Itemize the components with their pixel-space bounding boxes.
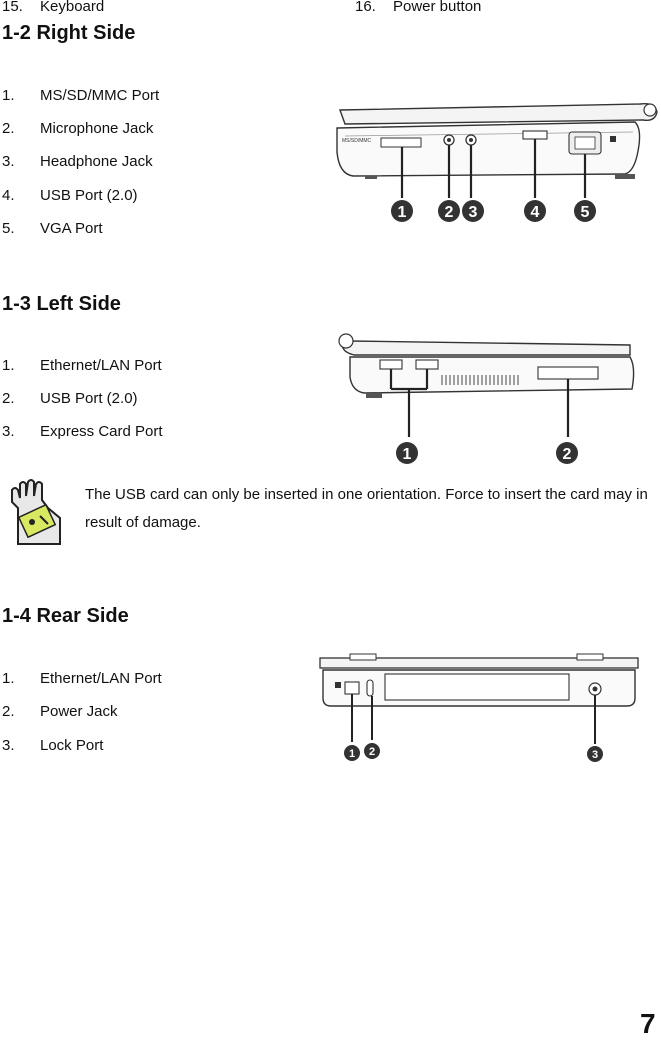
svg-text:1: 1 [349, 748, 355, 760]
callout-2: 2 [364, 743, 380, 759]
list-item: 2.Power Jack [2, 703, 118, 720]
list-item: 2.USB Port (2.0) [2, 390, 138, 407]
svg-text:1: 1 [403, 446, 412, 463]
warning-note-text: The USB card can only be inserted in one… [85, 486, 648, 531]
svg-text:3: 3 [469, 204, 478, 221]
svg-text:2: 2 [445, 204, 454, 221]
list-item-power-button: 16.Power button [355, 0, 482, 15]
list-item: 5.VGA Port [2, 220, 103, 237]
warning-hand-icon [11, 479, 61, 545]
svg-text:2: 2 [369, 746, 375, 758]
left-side-laptop-illustration: 1 2 [338, 333, 635, 464]
list-item: 1.Ethernet/LAN Port [2, 670, 162, 687]
rear-laptop-illustration: 1 2 3 [319, 653, 639, 762]
list-item: 2.Microphone Jack [2, 120, 154, 137]
callout-5: 5 [574, 200, 596, 222]
right-side-laptop-illustration: MS/SD/MMC 1 2 3 4 5 [336, 102, 658, 222]
callout-4: 4 [524, 200, 546, 222]
svg-text:3: 3 [592, 749, 598, 761]
svg-text:1: 1 [398, 204, 407, 221]
svg-text:5: 5 [581, 204, 590, 221]
svg-text:4: 4 [531, 204, 540, 221]
list-item: 1.MS/SD/MMC Port [2, 87, 160, 104]
callout-1: 1 [391, 200, 413, 222]
list-item-keyboard: 15.Keyboard [2, 0, 105, 15]
callout-3: 3 [462, 200, 484, 222]
svg-text:2: 2 [563, 446, 572, 463]
callout-2: 2 [438, 200, 460, 222]
list-item: 4.USB Port (2.0) [2, 187, 138, 204]
callout-1: 1 [344, 745, 360, 761]
list-item: 3.Lock Port [2, 737, 104, 754]
callout-3: 3 [587, 746, 603, 762]
heading-rear-side: 1-4 Rear Side [2, 605, 129, 627]
callout-1: 1 [396, 442, 418, 464]
heading-left-side: 1-3 Left Side [2, 293, 121, 315]
heading-right-side: 1-2 Right Side [2, 22, 136, 44]
port-label-text: MS/SD/MMC [342, 138, 372, 144]
callout-2: 2 [556, 442, 578, 464]
list-item: 1.Ethernet/LAN Port [2, 357, 162, 374]
list-item: 3.Express Card Port [2, 423, 163, 440]
list-item: 3.Headphone Jack [2, 153, 153, 170]
page-number: 7 [640, 1008, 656, 1039]
